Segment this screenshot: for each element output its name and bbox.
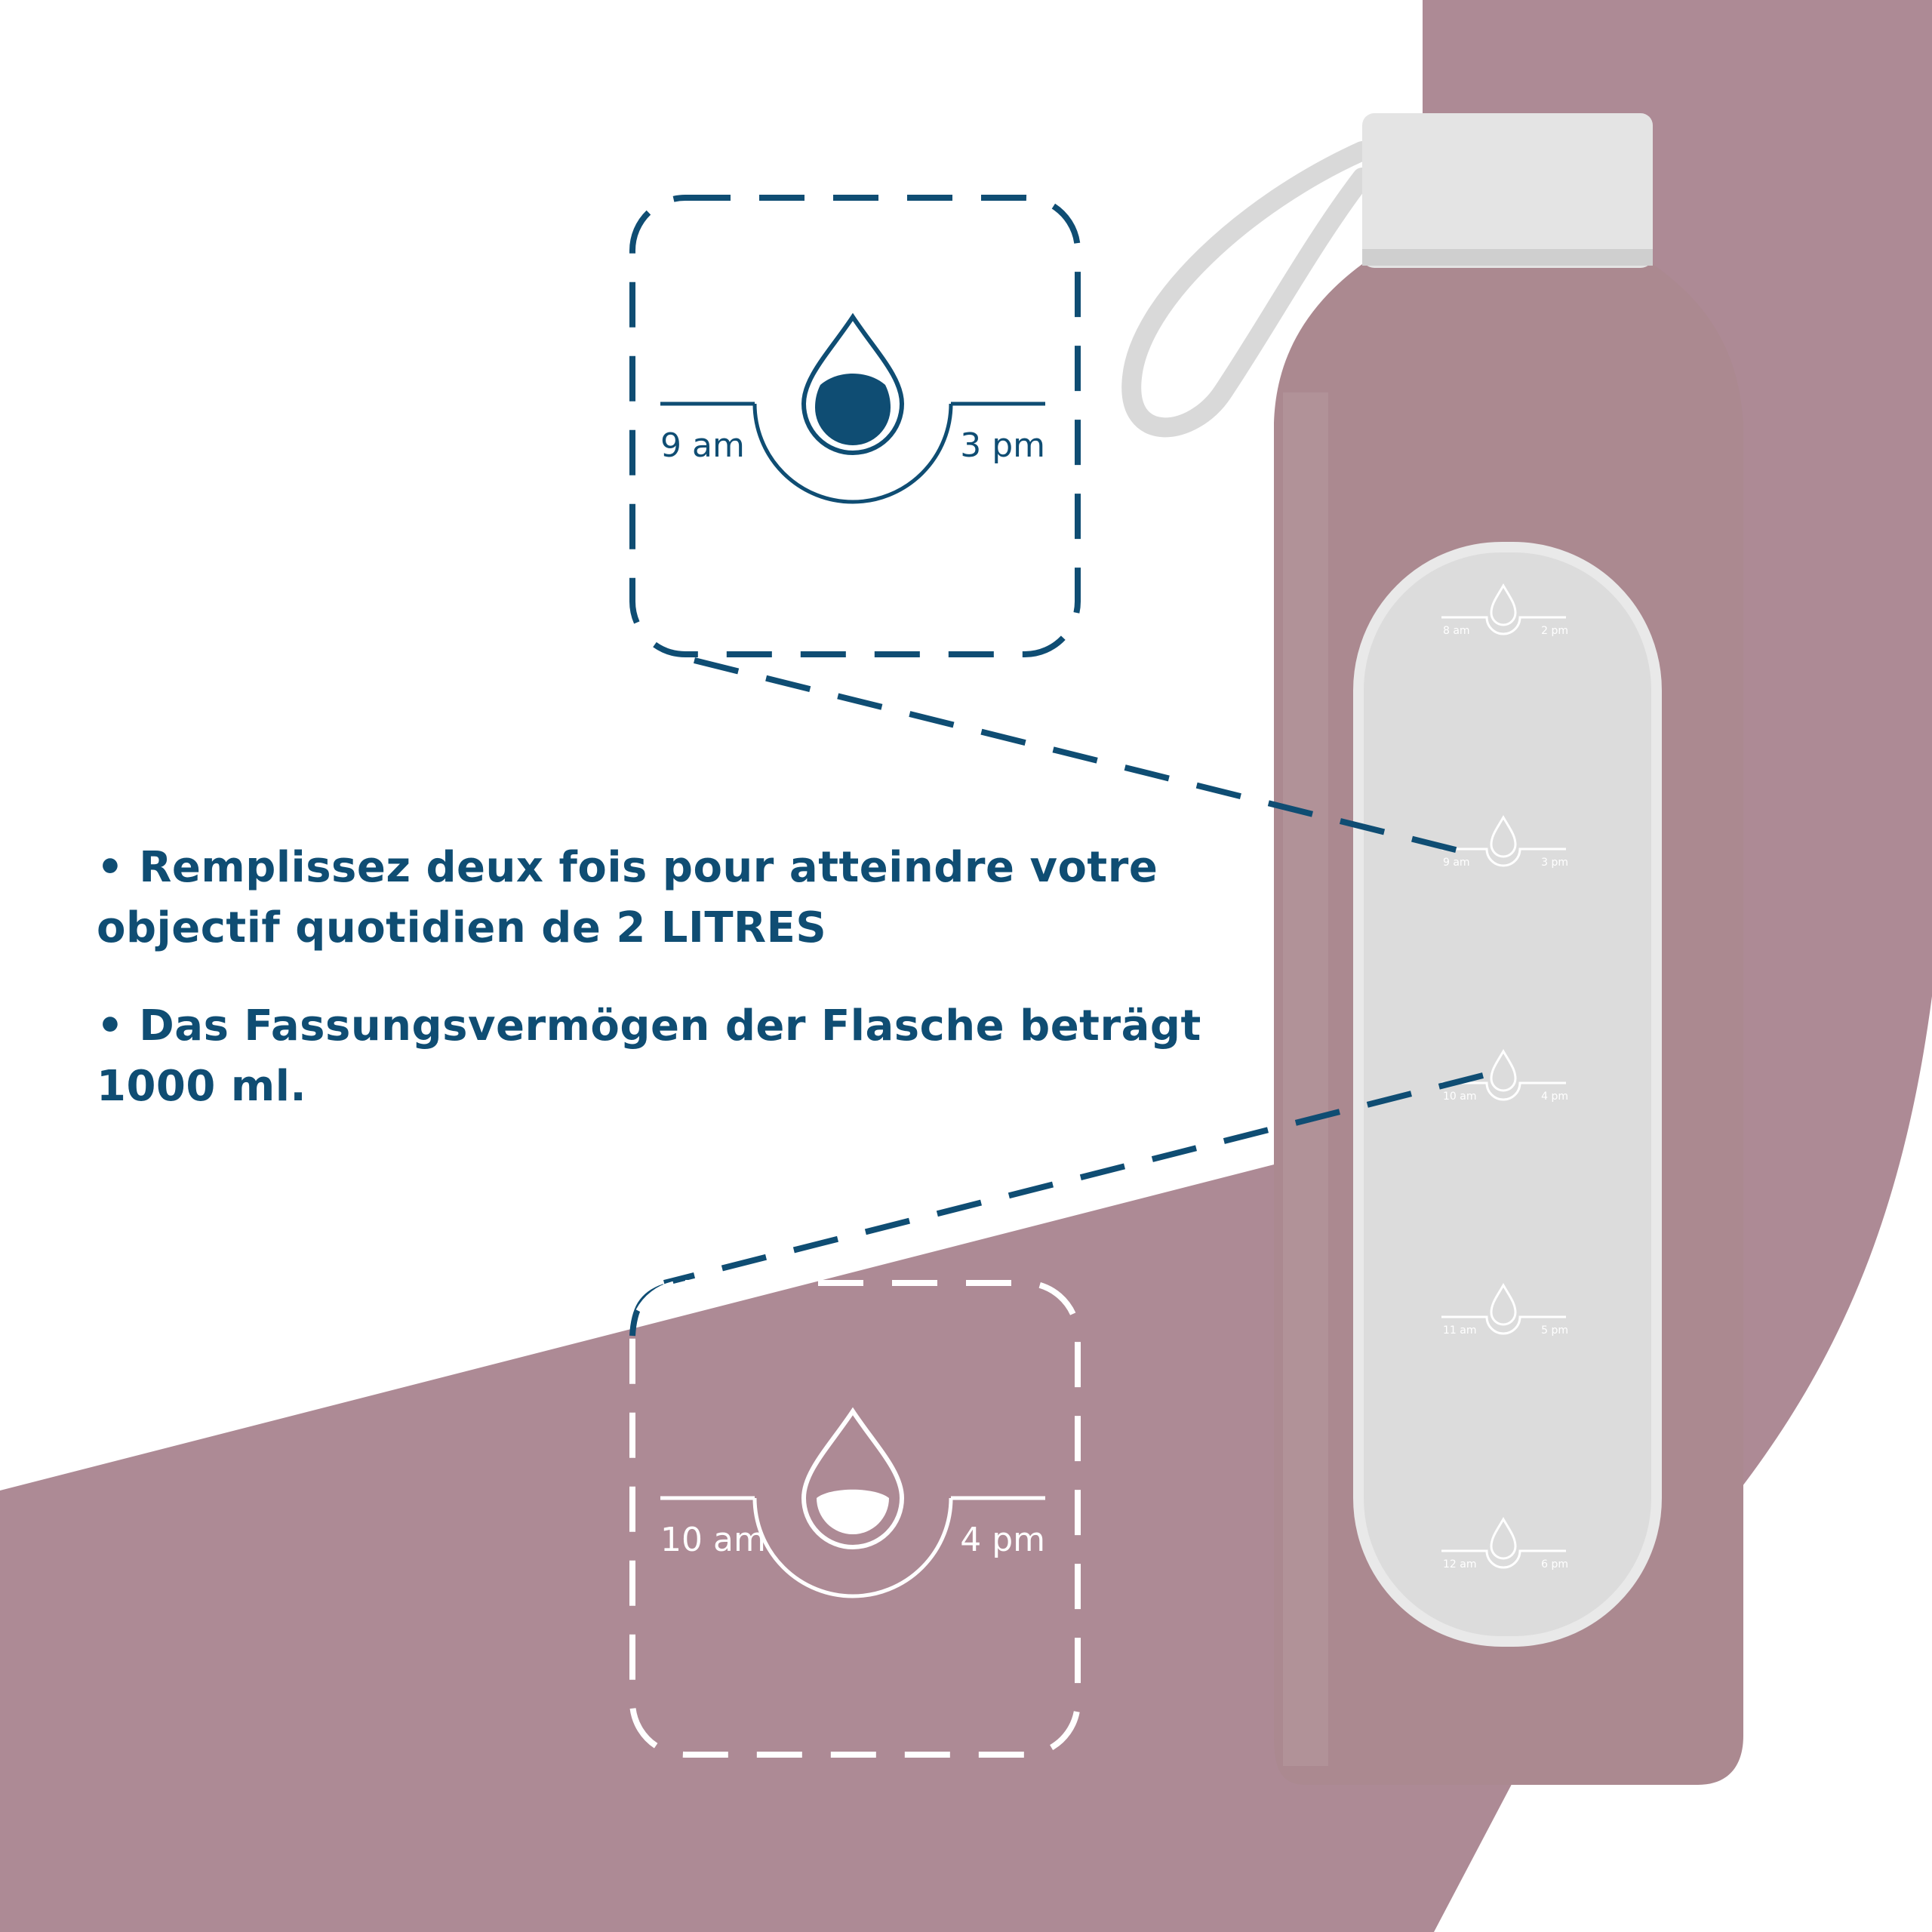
feature-list: • Remplissez deux fois pour atteindre vo… [97,838,1214,1155]
feature-capacity: • Das Fassungsvermögen der Flasche beträ… [97,1001,1201,1111]
water-drop-icon [1490,1516,1517,1560]
water-drop-icon [1490,1282,1517,1326]
callout-bottom-gauge [660,1407,1045,1598]
bottle-marker-right-time: 2 pm [1541,625,1568,637]
bottle-highlight [1283,392,1328,1766]
bottle-marker-left-time: 12 am [1443,1558,1476,1571]
bottle-marker-right-time: 4 pm [1541,1091,1568,1103]
callout-top-frame [629,195,1081,657]
bottle-marker-right-time: 3 pm [1541,857,1568,869]
callout-top-gauge [660,312,1045,504]
feature-refill: • Remplissez deux fois pour atteindre vo… [97,843,1158,952]
water-drop-icon [1490,1048,1517,1092]
bottle-window [1353,542,1662,1647]
connector-top [694,657,1484,860]
bottle-marker: 10 am 4 pm [1441,1048,1568,1103]
bottle-cap [1362,113,1653,268]
bottle-marker: 9 am 3 pm [1441,814,1568,869]
bottle-strap [1121,141,1372,438]
bottle-marker-right-time: 6 pm [1541,1558,1568,1571]
bottle-marker: 8 am 2 pm [1441,583,1568,637]
callout-bottom-right-time: 4 pm [960,1521,1045,1559]
bottle-marker: 12 am 6 pm [1441,1516,1568,1571]
connector-bottom [663,1072,1484,1286]
water-drop-icon [801,312,905,455]
water-drop-icon [801,1407,905,1549]
bottle-marker: 11 am 5 pm [1441,1282,1568,1337]
water-drop-icon [1490,583,1517,626]
bottle-marker-left-time: 8 am [1443,625,1470,637]
bottle-marker-left-time: 10 am [1443,1091,1476,1103]
cap-shadow [1362,249,1653,266]
bottle-marker-right-time: 5 pm [1541,1324,1568,1337]
bottle-marker-left-time: 9 am [1443,857,1470,869]
callout-bottom-frame [629,1280,1081,1758]
callout-top-right-time: 3 pm [960,426,1045,465]
time-markers: 8 am 2 pm 9 am 3 pm 10 am 4 pm 11 am 5 pm 12 am 6… [1441,583,1568,1571]
bottle-marker-left-time: 11 am [1443,1324,1476,1337]
water-drop-icon [1490,814,1517,858]
callout-bottom-left-time: 10 am [660,1521,766,1559]
callout-top-left-time: 9 am [660,426,745,465]
